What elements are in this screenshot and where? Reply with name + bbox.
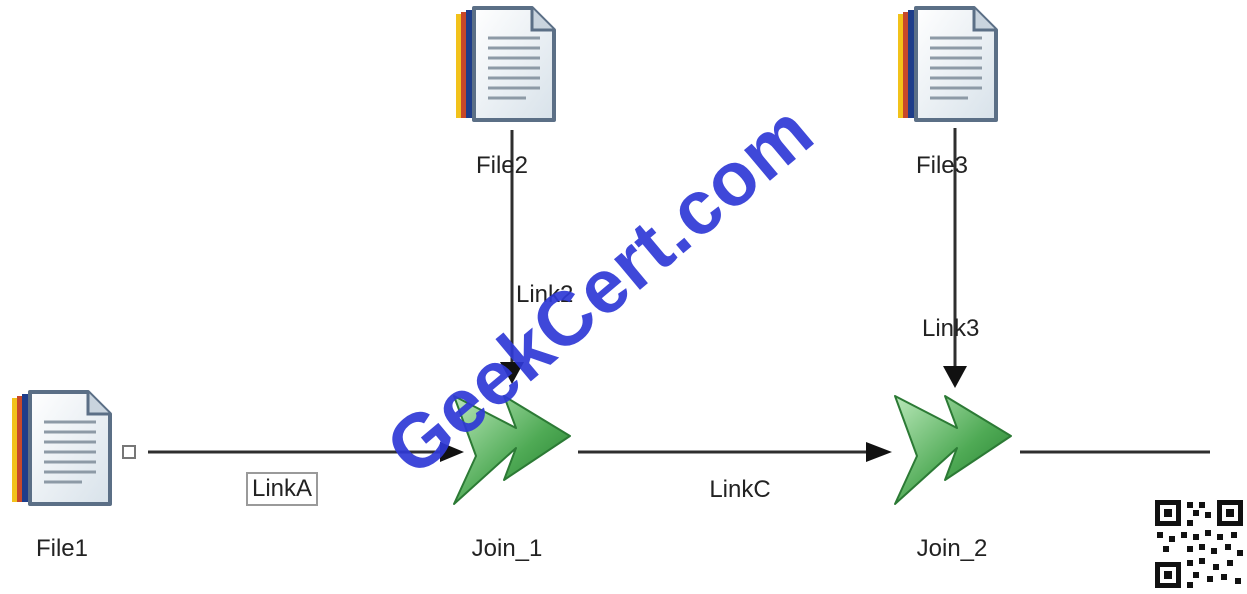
file3-stage-icon[interactable] <box>896 6 998 122</box>
linkA-label[interactable]: LinkA <box>246 472 319 506</box>
link3-label: Link3 <box>922 315 980 342</box>
link-file1-join1[interactable] <box>148 442 464 462</box>
join2-label: Join_2 <box>916 535 988 562</box>
file1-connector[interactable] <box>122 445 136 459</box>
join2-stage-icon[interactable] <box>894 395 1012 505</box>
link2-label: Link2 <box>516 281 574 308</box>
join1-label: Join_1 <box>471 535 543 562</box>
file2-stage-icon[interactable] <box>454 6 556 122</box>
link-file3-join2[interactable] <box>943 128 967 388</box>
linkC-label: LinkC <box>709 476 771 503</box>
qr-code-icon <box>1153 498 1245 590</box>
link-join1-join2[interactable] <box>578 442 892 462</box>
file1-label: File1 <box>35 535 89 562</box>
file1-stage-icon[interactable] <box>10 390 112 506</box>
file3-label: File3 <box>915 152 969 179</box>
file2-label: File2 <box>475 152 529 179</box>
link-file2-join1[interactable] <box>500 130 524 384</box>
